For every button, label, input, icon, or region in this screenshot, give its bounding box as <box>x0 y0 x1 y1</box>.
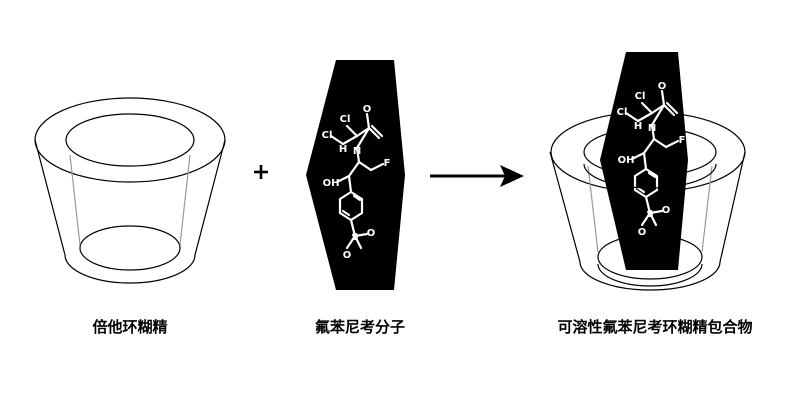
reaction-arrow-icon <box>430 165 524 187</box>
florfenicol-hexagon <box>306 60 405 290</box>
florfenicol-label: 氟苯尼考分子 <box>314 318 405 336</box>
inclusion-complex-label: 可溶性氟苯尼考环糊精包合物 <box>557 318 753 336</box>
inclusion-complex <box>549 52 746 291</box>
cyclodextrin-cone <box>34 97 226 284</box>
plus-sign <box>254 165 268 179</box>
cyclodextrin-label: 倍他环糊精 <box>92 318 168 336</box>
